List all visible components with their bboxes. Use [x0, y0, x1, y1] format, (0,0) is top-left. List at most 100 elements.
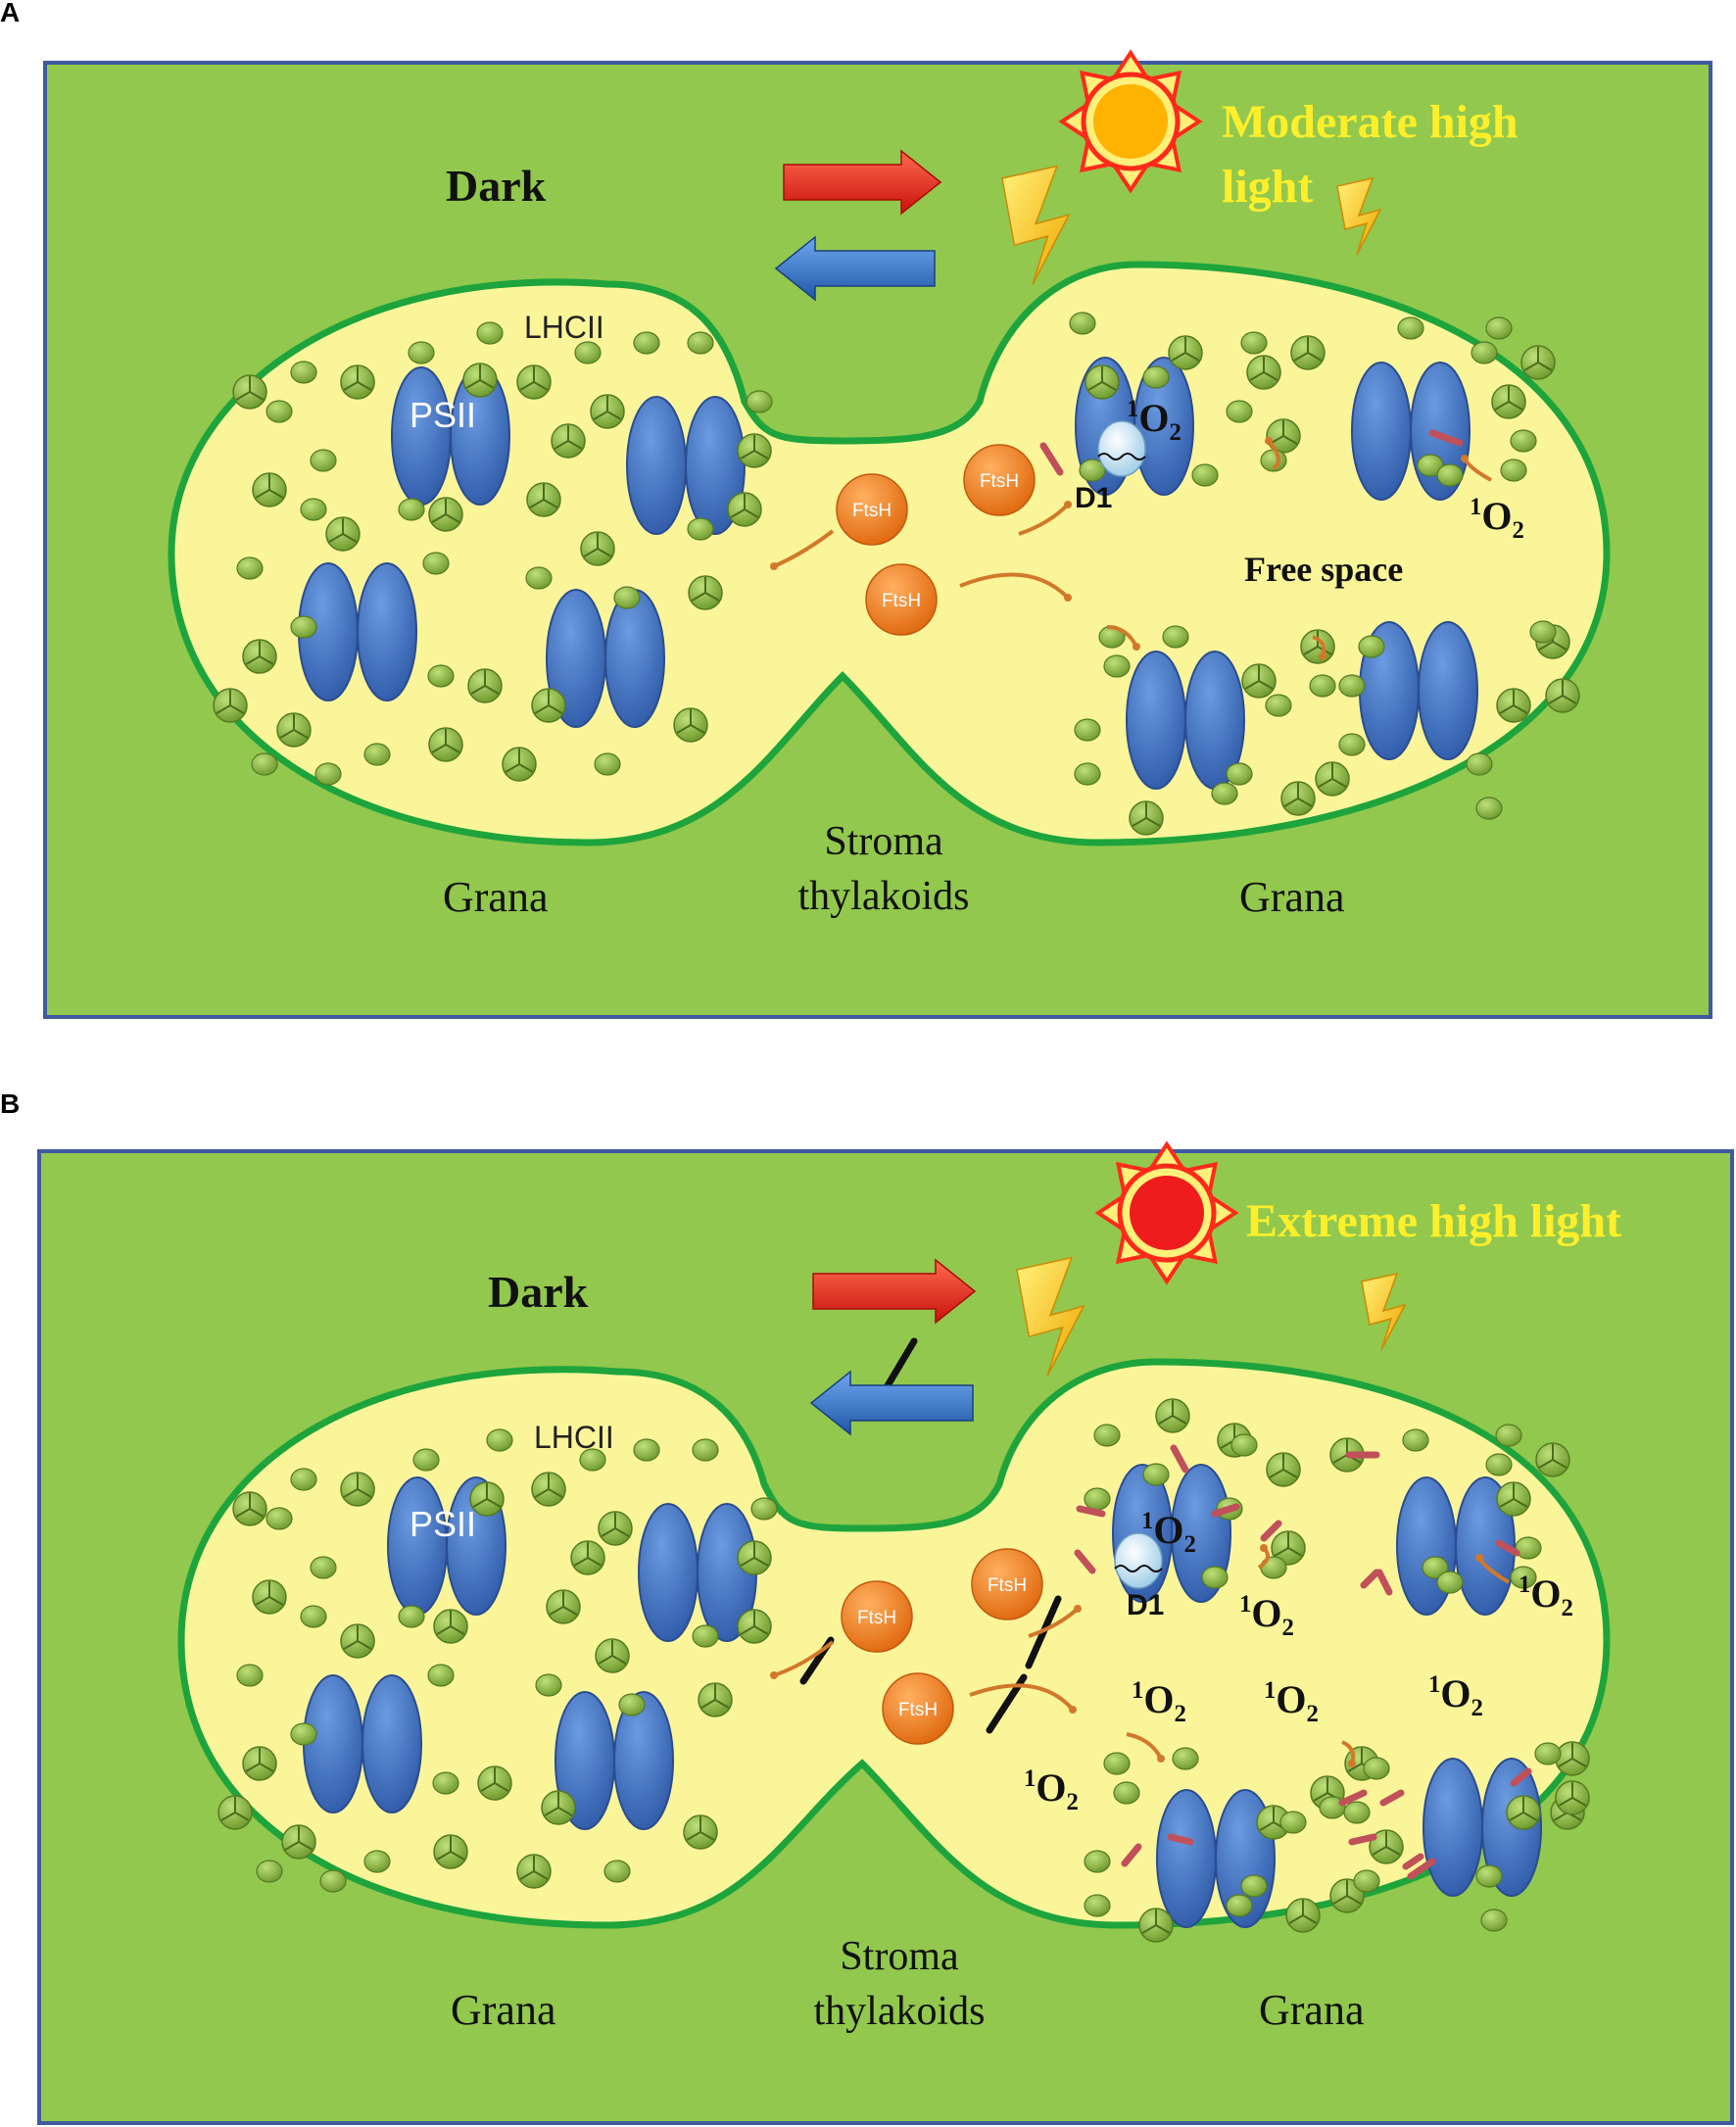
lhcii-division	[583, 548, 599, 557]
lhcii-division	[1282, 435, 1298, 445]
lhcii-division	[744, 508, 759, 518]
lhcii-division	[1101, 381, 1117, 391]
lhcii-division	[1155, 1924, 1171, 1934]
lhcii-particle	[1480, 1909, 1508, 1932]
oxygen-symbol: O	[1143, 1677, 1174, 1721]
ftsh-sphere	[963, 444, 1036, 516]
lhcii-particle	[603, 1860, 631, 1883]
psii-monomer	[387, 1476, 448, 1616]
lhcii-trimer	[1535, 1442, 1570, 1477]
lhcii-division	[533, 1870, 549, 1880]
lhcii-division	[1087, 381, 1103, 391]
lhcii-trimer	[1329, 1878, 1365, 1913]
light-label-line2: light	[1222, 161, 1313, 213]
lhcii-particle	[398, 498, 425, 521]
lhcii-trimer	[1280, 781, 1316, 816]
lhcii-particle	[1084, 1894, 1111, 1917]
lhcii-division	[343, 1640, 359, 1650]
lhcii-particle	[613, 586, 641, 609]
migration-arrow	[959, 572, 1070, 600]
lhcii-division	[255, 1596, 270, 1606]
lhcii-trimer	[213, 688, 248, 723]
lhcii-division	[1523, 362, 1539, 371]
lhcii-division	[1538, 1459, 1554, 1469]
lhcii-trimer	[217, 1795, 253, 1830]
psii-monomer	[1423, 1758, 1483, 1897]
singlet-oxygen-label: 1O2	[1132, 1677, 1186, 1727]
lhcii-division	[1293, 352, 1309, 362]
d1-label: D1	[1075, 482, 1112, 514]
lhcii-division	[1538, 641, 1554, 651]
lhcii-trimer	[433, 1834, 468, 1869]
blocked-mark	[883, 1337, 918, 1391]
lhcii-particle	[687, 517, 714, 541]
lhcii-division	[1249, 371, 1265, 381]
lhcii-particle	[692, 1438, 719, 1462]
lhcii-division	[690, 724, 705, 734]
lhcii-trimer	[673, 707, 708, 743]
lhcii-trimer	[688, 575, 723, 610]
singlet-oxygen-label: 1O2	[1519, 1571, 1573, 1621]
psii-dimer	[298, 562, 417, 701]
lhcii-division	[700, 1699, 716, 1709]
lhcii-particle	[300, 498, 327, 521]
singlet-oxygen-label: 1O2	[1127, 396, 1181, 446]
lhcii-division	[1499, 704, 1515, 714]
lhcii-particle	[1529, 620, 1557, 644]
lhcii-division	[534, 1488, 550, 1498]
lhcii-particle	[398, 1605, 425, 1628]
lhcii-division	[714, 1699, 730, 1709]
lhcii-division	[691, 592, 706, 602]
grana-label-left: Grana	[443, 873, 549, 921]
lhcii-trimer	[1369, 1829, 1404, 1864]
psii-monomer	[613, 1691, 674, 1830]
lightning-icon	[1336, 176, 1382, 256]
subscript: 2	[1282, 1615, 1294, 1641]
arrow-head	[1348, 1760, 1356, 1767]
arrow-right-icon	[812, 1258, 977, 1325]
ros-damage-mark	[1510, 1767, 1532, 1787]
lhcii-particle	[1338, 733, 1366, 756]
lhcii-particle	[427, 1664, 455, 1687]
lhcii-division	[1552, 1459, 1567, 1469]
lhcii-trimer	[1491, 384, 1526, 419]
lhcii-particle	[1079, 459, 1106, 482]
lhcii-division	[293, 729, 309, 739]
lhcii-particle	[1191, 463, 1219, 487]
lhcii-division	[436, 1625, 452, 1635]
lhcii-division	[234, 1812, 250, 1821]
ftsh-label: FtsH	[980, 471, 1019, 492]
psii-monomer	[1156, 1789, 1217, 1928]
lhcii-particle	[290, 361, 317, 384]
lhcii-trimer	[1555, 1741, 1590, 1776]
lhcii-division	[1171, 352, 1186, 362]
lhcii-division	[519, 381, 535, 391]
lhcii-division	[549, 1606, 564, 1616]
d1-protein	[1114, 1532, 1163, 1589]
lhcii-trimer	[526, 482, 561, 517]
migration-arrow	[773, 1640, 835, 1677]
ftsh-label: FtsH	[988, 1575, 1027, 1596]
lhcii-division	[216, 704, 231, 714]
ftsh-label: FtsH	[898, 1700, 938, 1720]
lhcii-particle	[1495, 1424, 1522, 1447]
lhcii-particle	[363, 743, 391, 766]
lhcii-trimer	[1545, 678, 1580, 713]
psii-complexes	[298, 357, 1478, 790]
lhcii-division	[543, 499, 558, 508]
d1-damage-wave	[1114, 1565, 1163, 1572]
lhcii-particle	[1142, 1463, 1170, 1486]
lhcii-particle	[594, 752, 621, 776]
lhcii-particle	[1113, 1781, 1140, 1805]
lhcii-division	[431, 513, 447, 523]
lhcii-particle	[525, 566, 553, 590]
lhcii-division	[357, 381, 372, 391]
superscript: 1	[1239, 1591, 1251, 1618]
sun-icon	[1058, 49, 1203, 194]
lhcii-trimer	[252, 1579, 287, 1615]
subscript: 2	[1307, 1701, 1319, 1727]
lhcii-trimer	[737, 433, 772, 468]
arrow-head	[1260, 1544, 1268, 1552]
lhcii-particle	[1436, 463, 1464, 487]
lhcii-division	[1287, 1547, 1303, 1557]
